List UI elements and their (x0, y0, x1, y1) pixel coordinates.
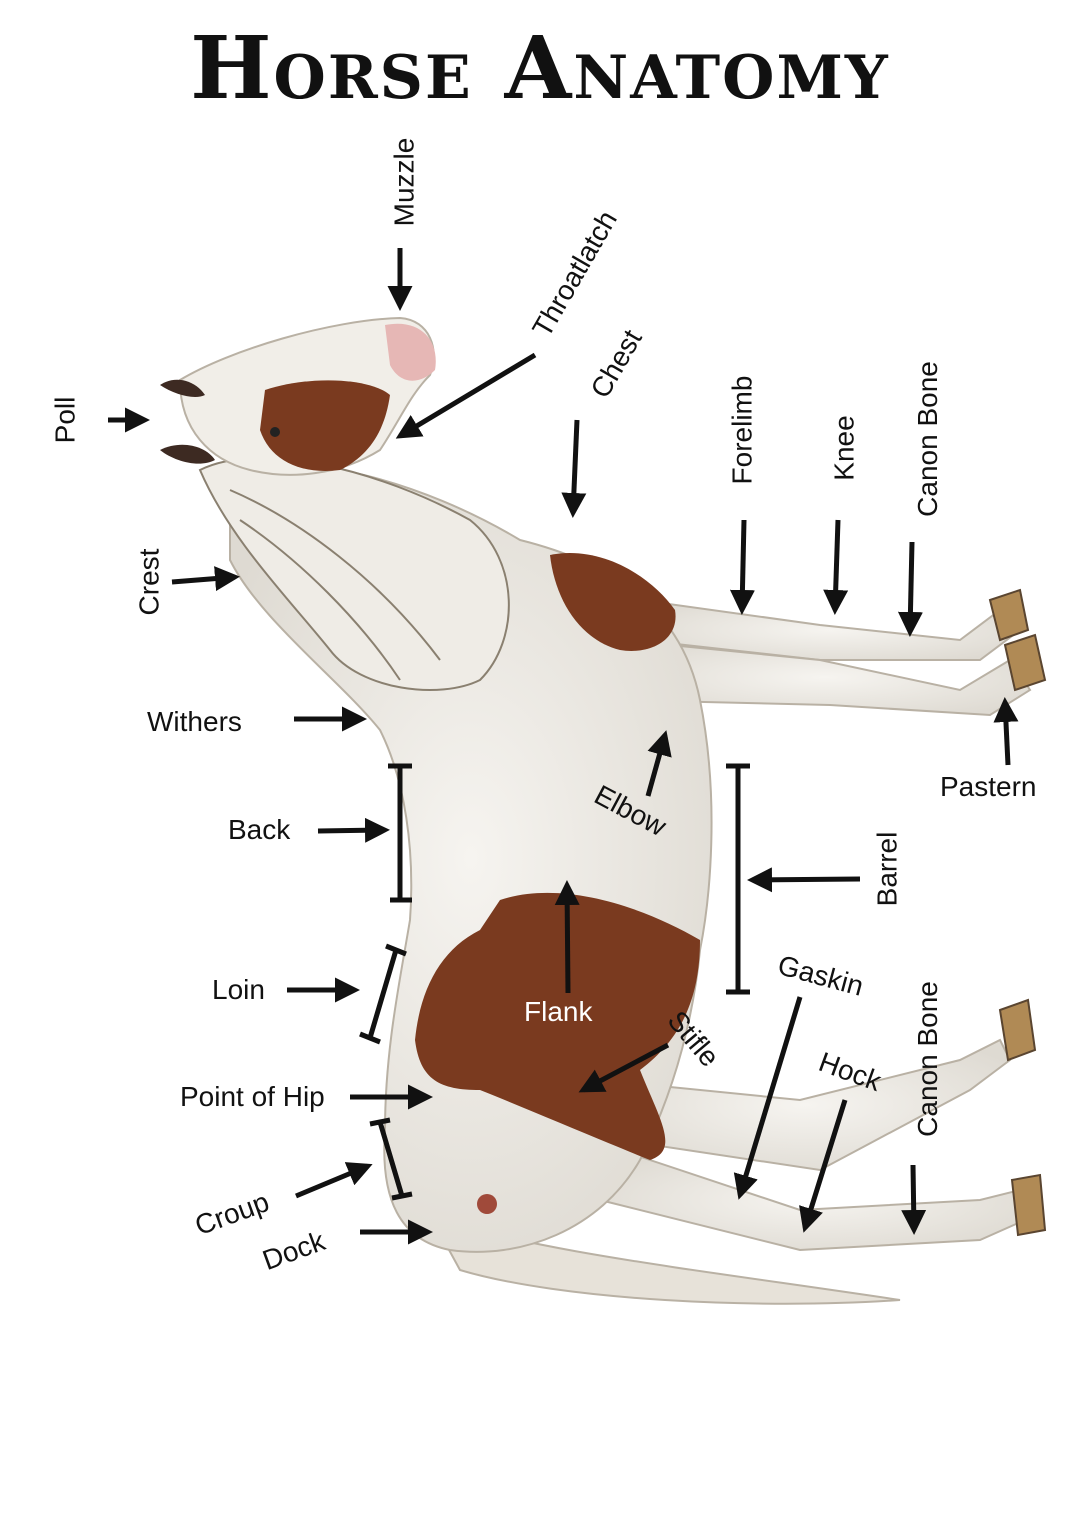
region-brackets (359, 763, 750, 1201)
label-barrel: Barrel (871, 831, 903, 907)
label-point-of-hip: Point of Hip (180, 1081, 325, 1112)
page-title: Horse Anatomy (190, 18, 890, 119)
label-withers: Withers (147, 706, 242, 737)
label-canon-bone-rear: Canon Bone (911, 981, 943, 1137)
label-poll: Poll (49, 396, 81, 444)
label-canon-bone-front: Canon Bone (911, 361, 943, 517)
head-patch (260, 380, 390, 471)
label-forelimb: Forelimb (726, 375, 758, 485)
arrows (108, 248, 1019, 1245)
shoulder-patch (550, 553, 676, 651)
label-pastern: Pastern (940, 771, 1037, 802)
horse-nose (385, 323, 436, 381)
hip-spot (477, 1194, 497, 1214)
label-loin: Loin (212, 974, 265, 1005)
hoof-rear-1 (998, 998, 1037, 1062)
label-back: Back (228, 814, 291, 845)
ear-1 (160, 379, 205, 397)
hoof-front-2 (1003, 633, 1047, 692)
label-knee: Knee (828, 415, 860, 481)
horse-tail (427, 1213, 901, 1305)
hoof-front-1 (988, 588, 1030, 642)
label-muzzle: Muzzle (388, 137, 420, 227)
label-crest: Crest (133, 548, 165, 616)
flank-patch (415, 892, 700, 1160)
eye (270, 427, 280, 437)
ear-2 (160, 444, 215, 464)
label-flank: Flank (524, 996, 593, 1027)
horse-mane (198, 457, 510, 691)
hoof-rear-2 (1010, 1173, 1047, 1237)
